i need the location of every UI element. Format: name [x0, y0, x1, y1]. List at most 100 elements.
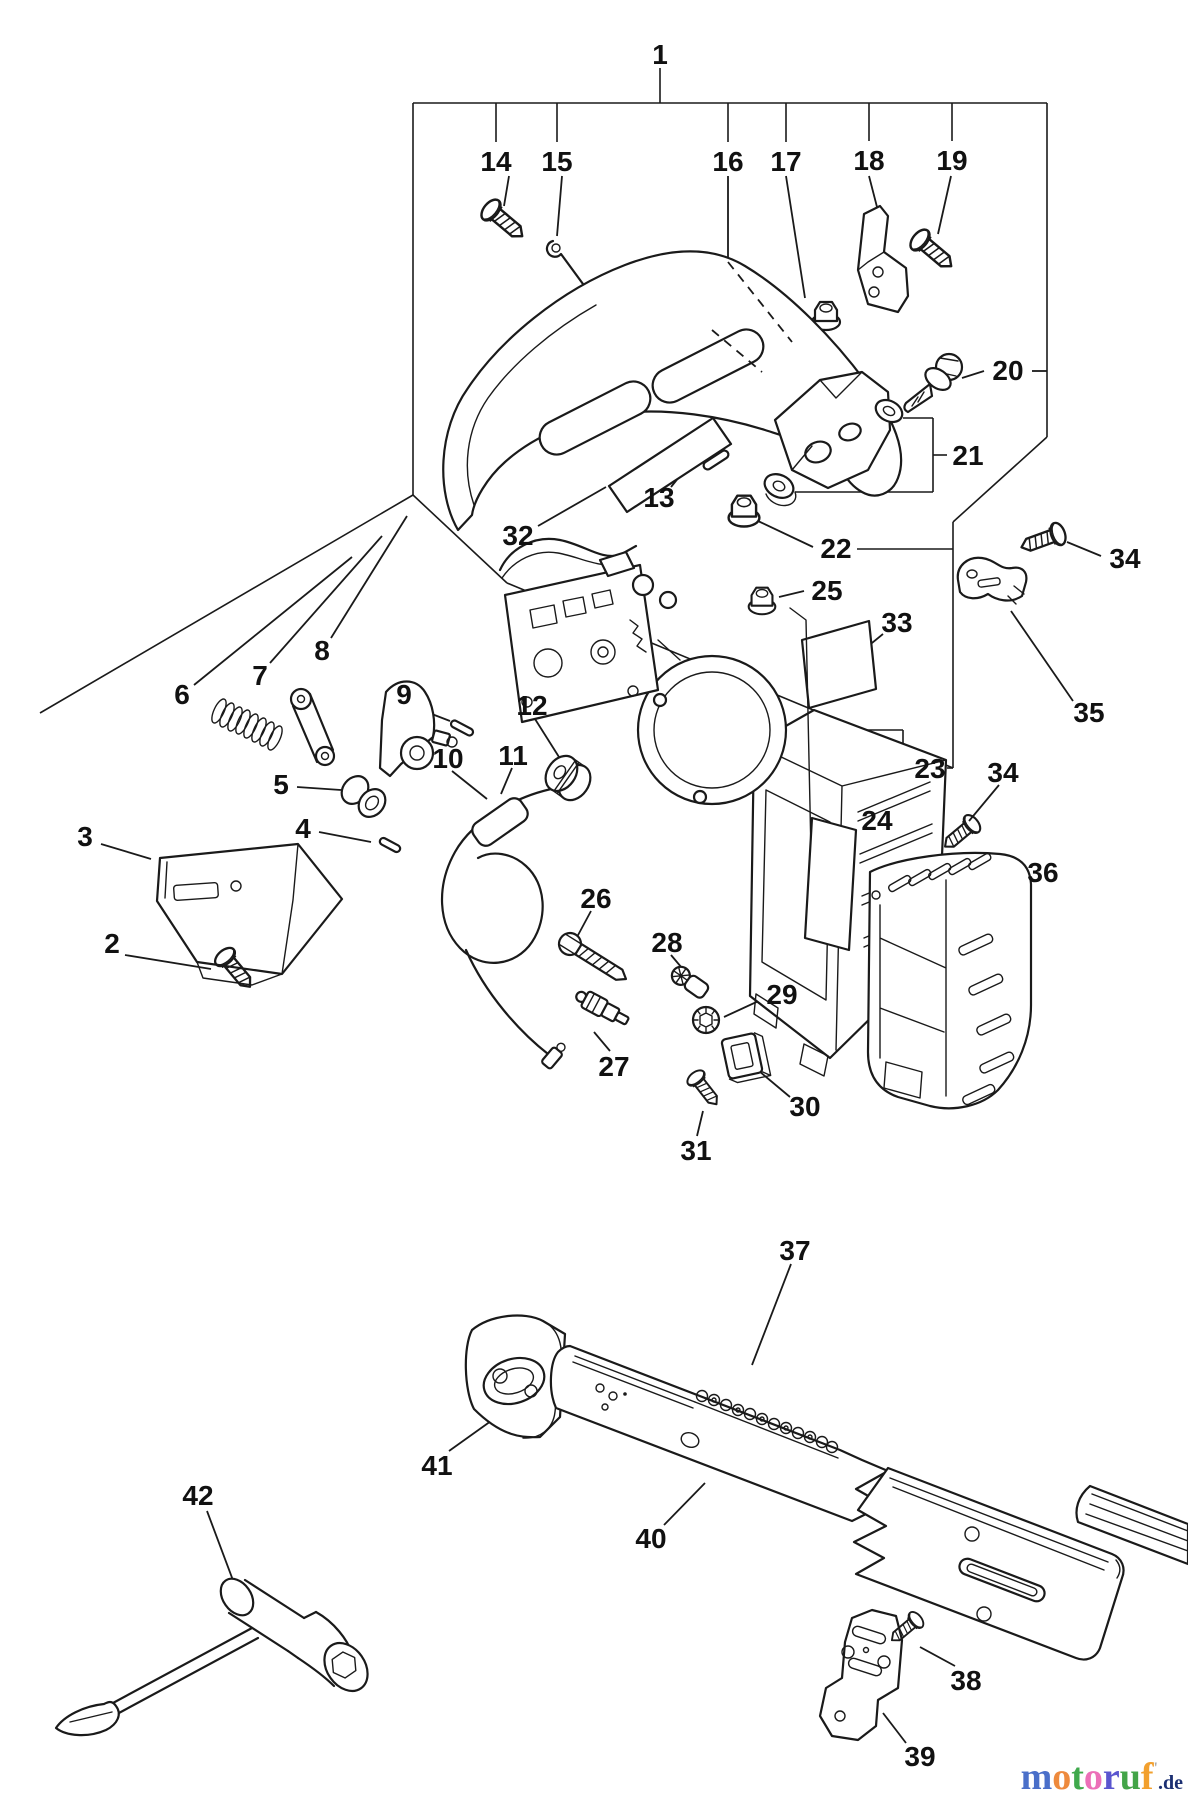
part-label-5: 5 — [273, 769, 289, 800]
leader-line — [451, 770, 488, 800]
part-label-9: 9 — [396, 679, 412, 710]
part-21-washer-icon — [874, 398, 904, 424]
leader-line — [968, 784, 1000, 822]
part-31-screw-icon — [683, 1066, 726, 1112]
leader-line — [500, 767, 513, 795]
watermark-trademark: ' — [1154, 1760, 1158, 1777]
part-20-bolt-icon — [903, 352, 964, 414]
leader-line — [757, 520, 814, 548]
part-label-10: 10 — [432, 743, 463, 774]
leader-line — [919, 1646, 956, 1667]
part-label-4: 4 — [295, 813, 311, 844]
watermark-motoruf: motoruf'.de — [1021, 1756, 1184, 1798]
part-18-chain-catcher-icon — [856, 204, 910, 314]
part-label-16: 16 — [712, 146, 743, 177]
structure-line — [412, 494, 508, 584]
leader-line — [663, 1482, 706, 1526]
leader-line — [193, 556, 353, 686]
part-8-bellcrank-icon — [378, 680, 458, 778]
leader-line — [318, 831, 372, 843]
part-28-terminal-icon — [670, 965, 710, 999]
leader-line — [448, 1420, 492, 1452]
part-9-pin-icon — [449, 719, 475, 737]
part-label-17: 17 — [770, 146, 801, 177]
leader-line — [269, 535, 383, 664]
part-34a-screw-icon — [1016, 519, 1070, 560]
leader-line — [206, 1510, 235, 1584]
part-label-20: 20 — [992, 355, 1023, 386]
leader-line — [537, 486, 607, 527]
part-label-36: 36 — [1027, 857, 1058, 888]
leader-line — [758, 1070, 791, 1098]
part-label-37: 37 — [779, 1235, 810, 1266]
leader-line — [785, 175, 806, 299]
part-label-14: 14 — [480, 146, 512, 177]
leader-line — [556, 175, 563, 237]
leader-line — [727, 261, 793, 343]
watermark-letter: r — [1103, 1756, 1120, 1798]
leader-line — [1010, 610, 1074, 702]
part-4-pin-icon — [378, 836, 402, 854]
watermark-letter: u — [1120, 1756, 1141, 1798]
part-label-1: 1 — [652, 39, 668, 70]
part-6-spring-icon — [211, 698, 283, 751]
part-label-2: 2 — [104, 928, 120, 959]
leader-line — [696, 1110, 704, 1137]
part-label-31: 31 — [680, 1135, 711, 1166]
part-label-28: 28 — [651, 927, 682, 958]
part-35-guide-plate-icon — [956, 556, 1028, 605]
leader-line — [503, 175, 510, 207]
part-label-29: 29 — [766, 979, 797, 1010]
leader-line — [711, 329, 763, 373]
part-1-top-handle — [442, 250, 903, 532]
part-label-33: 33 — [881, 607, 912, 638]
leader-line — [100, 843, 152, 860]
watermark-suffix: .de — [1158, 1772, 1183, 1794]
part-label-23: 23 — [914, 753, 945, 784]
engine-assembly — [498, 537, 813, 901]
part-label-7: 7 — [252, 660, 268, 691]
part-label-3: 3 — [77, 821, 93, 852]
part-label-13: 13 — [643, 482, 674, 513]
part-label-18: 18 — [853, 145, 884, 176]
part-27-spark-plug-icon — [575, 990, 630, 1026]
part-label-6: 6 — [174, 679, 190, 710]
leader-line — [778, 590, 805, 598]
part-32-label-plate-icon — [607, 416, 733, 514]
part-label-11: 11 — [498, 740, 528, 771]
leader-line — [868, 175, 878, 208]
part-34b-screw-icon — [937, 810, 985, 856]
part-33-sticker-icon — [800, 619, 878, 710]
part-41-sprocket-guard-icon — [464, 1314, 567, 1439]
part-29-nut-icon — [691, 1005, 721, 1035]
part-label-22: 22 — [820, 533, 851, 564]
part-11-tube-icon — [471, 797, 529, 847]
part-21-collar-icon — [763, 473, 797, 507]
leader-line — [882, 1712, 907, 1744]
part-40-bar-tip-icon — [1075, 1484, 1188, 1566]
leader-line — [330, 515, 408, 639]
part-24-sticker-icon — [803, 816, 858, 952]
part-13-pin-icon — [702, 449, 730, 471]
part-36-filter-cover-icon — [866, 851, 1033, 1110]
part-label-34b: 34 — [987, 757, 1019, 788]
part-40-guide-bar-front-icon — [549, 1344, 890, 1523]
part-label-35: 35 — [1073, 697, 1104, 728]
structure-line — [39, 494, 414, 714]
part-37-saw-chain-icon — [694, 1389, 839, 1459]
watermark-letter: m — [1021, 1756, 1053, 1798]
watermark-letter: t — [1071, 1756, 1084, 1798]
part-22-nut-icon — [727, 494, 761, 528]
part-label-27: 27 — [598, 1051, 629, 1082]
part-3-trigger-bracket-icon — [155, 842, 344, 986]
part-label-15: 15 — [541, 146, 572, 177]
part-label-30: 30 — [789, 1091, 820, 1122]
part-label-42: 42 — [182, 1480, 213, 1511]
watermark-letter: o — [1084, 1756, 1103, 1798]
part-39-side-plate-icon — [818, 1608, 904, 1742]
leader-line — [937, 175, 952, 235]
part-label-19: 19 — [936, 145, 967, 176]
